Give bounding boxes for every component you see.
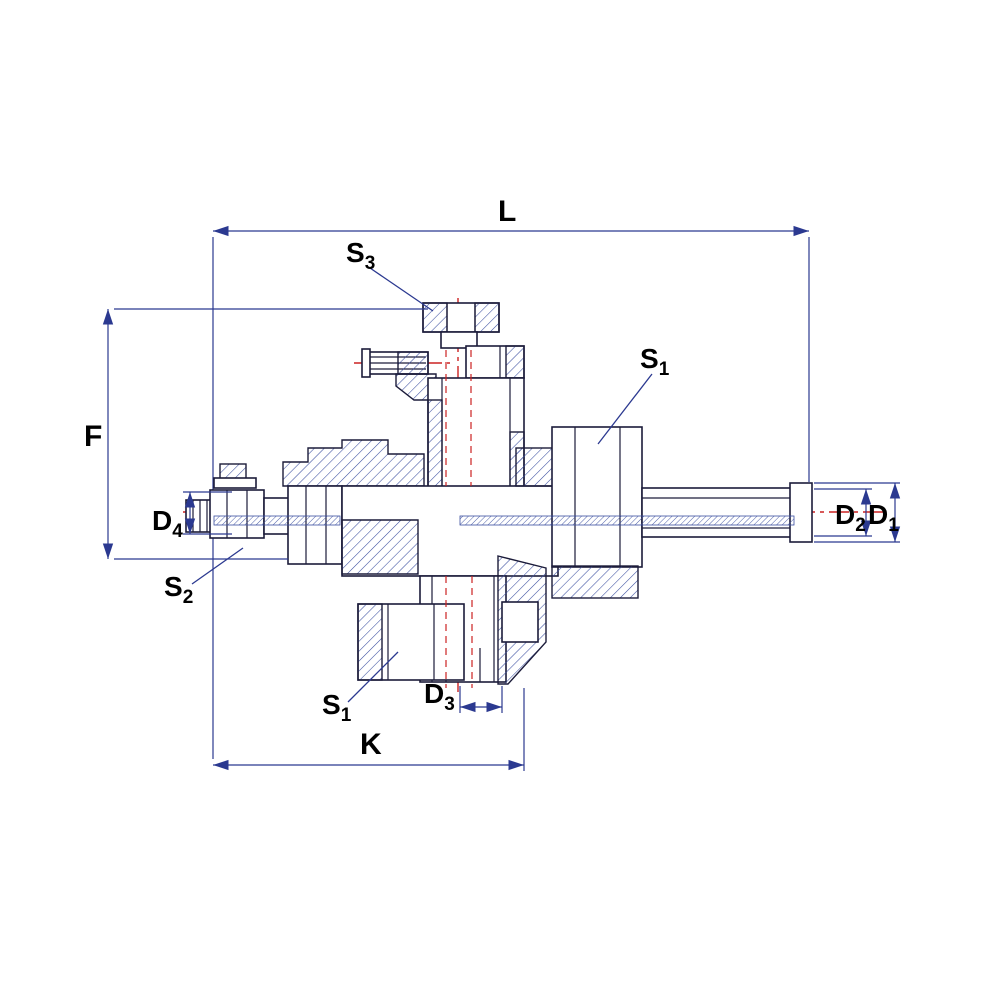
bleed-boss-section: [395, 373, 437, 401]
dim-label-D2: D2: [835, 499, 866, 536]
dimension-L: L: [213, 195, 810, 482]
tube-end-cap: [789, 482, 813, 543]
bore-section-strip: [213, 515, 341, 526]
valve-stem: [440, 331, 478, 349]
top-hex-cap-section: [474, 302, 500, 333]
bore-section-strip: [459, 515, 795, 526]
dimension-D2: D2: [814, 488, 872, 537]
bleed-screw-section: [397, 351, 429, 375]
upper-body-section: [427, 399, 443, 489]
bleed-screw-head: [361, 348, 371, 378]
dim-label-F: F: [84, 420, 102, 453]
dimension-D4: D4: [152, 491, 232, 542]
dim-label-K: K: [360, 728, 382, 761]
mounting-bracket-section: [282, 439, 425, 487]
dimension-D1: D1: [814, 482, 901, 543]
bottom-clamp-screw: [501, 601, 539, 643]
label-S1-right: S1: [640, 343, 670, 380]
leader-line: [347, 651, 399, 703]
dimension-D3: D3: [424, 678, 503, 715]
bottom-nut-section: [357, 603, 383, 681]
callout-S2: S2: [164, 547, 244, 608]
leader-line: [597, 373, 653, 445]
callout-S1-bottom: S1: [322, 651, 399, 726]
dimension-F: F: [84, 308, 428, 560]
upper-body: [427, 377, 525, 489]
dim-label-L: L: [498, 195, 516, 228]
dimensions: L F K D2 D1: [84, 195, 901, 771]
dim-label-D3: D3: [424, 678, 455, 715]
part-geometry: [185, 237, 813, 759]
label-S2: S2: [164, 571, 193, 608]
right-clamp-section: [551, 565, 639, 599]
packing-section: [505, 345, 525, 379]
left-washer: [213, 477, 257, 489]
right-union-nut: [551, 426, 643, 568]
dimension-K: K: [213, 688, 525, 771]
left-small-nut: [209, 489, 265, 539]
leader-line: [191, 547, 244, 585]
callout-S1-right: S1: [597, 343, 670, 445]
main-body-section: [341, 519, 419, 575]
right-tube: [641, 487, 793, 538]
label-S1-bottom: S1: [322, 689, 352, 726]
leader-line: [369, 267, 434, 312]
callouts: S3 S1 S2 S1: [164, 237, 670, 726]
callout-S3: S3: [346, 237, 434, 312]
dim-label-D4: D4: [152, 505, 183, 542]
label-S3: S3: [346, 237, 375, 274]
dim-label-D1: D1: [868, 499, 899, 536]
